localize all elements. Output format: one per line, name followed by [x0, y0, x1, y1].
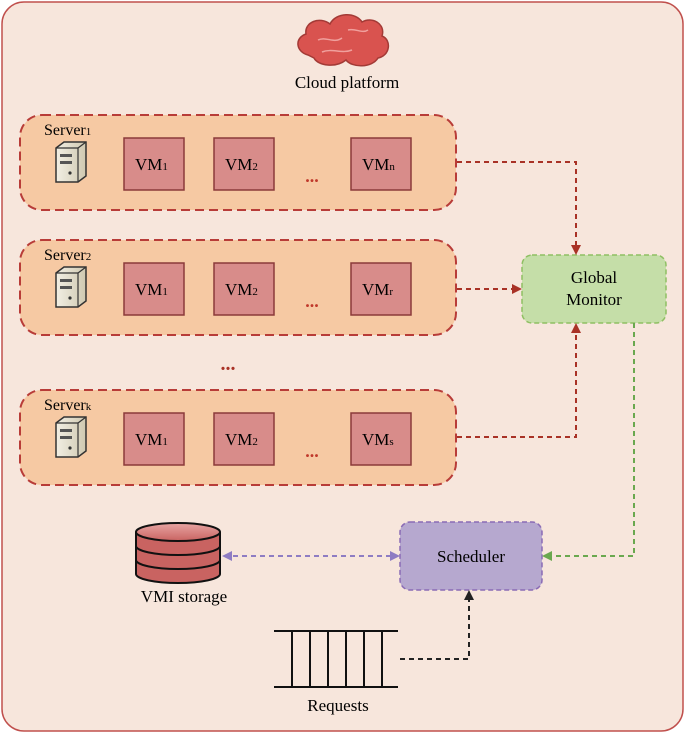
server-tower-icon — [55, 141, 87, 183]
server-label-main: Server — [44, 397, 86, 414]
vm-label-subscript: s — [389, 436, 393, 448]
server-label: Server1 — [44, 122, 91, 139]
arrow-serverk-to-monitor — [457, 323, 581, 438]
vm-label-main: VM — [225, 280, 252, 299]
vm-label-main: VM — [225, 155, 252, 174]
server-label: Server2 — [44, 247, 91, 264]
vmi-storage-label: VMI storage — [141, 587, 227, 606]
vm-box: VM1 — [123, 137, 185, 191]
server-label-main: Server — [44, 122, 86, 139]
vm-label: VM2 — [225, 430, 258, 449]
vm-box: VMs — [350, 412, 412, 466]
cloud-platform-label: Cloud platform — [295, 73, 399, 92]
vm-label: VMn — [362, 155, 395, 174]
global-monitor-label-line2: Monitor — [566, 290, 622, 309]
vm-label-subscript: 2 — [252, 286, 258, 298]
arrow-monitor-to-scheduler — [542, 323, 635, 561]
vm-label-subscript: 1 — [162, 436, 168, 448]
scheduler-box: Scheduler — [399, 521, 543, 591]
vm-label: VM1 — [135, 430, 168, 449]
server-label-subscript: 2 — [86, 251, 92, 263]
server-tower-icon — [55, 416, 87, 458]
database-icon — [135, 522, 221, 584]
vm-label-subscript: r — [389, 286, 393, 298]
vm-label-main: VM — [135, 430, 162, 449]
vm-label-main: VM — [362, 430, 389, 449]
vm-label-subscript: 1 — [162, 286, 168, 298]
vm-box: VMn — [350, 137, 412, 191]
cloud-icon — [297, 14, 390, 67]
server-label-main: Server — [44, 247, 86, 264]
arrow-server1-to-monitor — [457, 161, 581, 255]
server-ellipsis: ... — [221, 353, 236, 375]
vm-label: VM2 — [225, 155, 258, 174]
vm-label-main: VM — [225, 430, 252, 449]
vm-label: VM1 — [135, 155, 168, 174]
vm-box: VMr — [350, 262, 412, 316]
vm-label-main: VM — [135, 280, 162, 299]
vm-label: VMs — [362, 430, 394, 449]
global-monitor-label-line1: Global — [571, 268, 618, 287]
arrows — [222, 161, 635, 660]
vm-ellipsis: ... — [305, 291, 319, 311]
vm-label: VM1 — [135, 280, 168, 299]
scheduler-label: Scheduler — [437, 547, 505, 566]
vm-ellipsis: ... — [305, 441, 319, 461]
vm-label-main: VM — [135, 155, 162, 174]
vm-ellipsis: ... — [305, 166, 319, 186]
vm-label-main: VM — [362, 280, 389, 299]
vm-box: VM2 — [213, 412, 275, 466]
vm-label-subscript: 2 — [252, 161, 258, 173]
vm-label-subscript: 1 — [162, 161, 168, 173]
requests-label: Requests — [307, 696, 368, 715]
server-label-subscript: k — [86, 401, 92, 413]
vm-label-main: VM — [362, 155, 389, 174]
server-label: Serverk — [44, 397, 92, 414]
vm-box: VM2 — [213, 262, 275, 316]
arrow-requests-to-scheduler — [400, 590, 474, 660]
vm-box: VM2 — [213, 137, 275, 191]
vm-label: VMr — [362, 280, 393, 299]
vm-label-subscript: 2 — [252, 436, 258, 448]
vm-box: VM1 — [123, 262, 185, 316]
vm-label: VM2 — [225, 280, 258, 299]
global-monitor-box: Global Monitor — [521, 254, 667, 324]
vm-box: VM1 — [123, 412, 185, 466]
queue-icon — [274, 630, 398, 688]
vm-label-subscript: n — [389, 161, 395, 173]
server-label-subscript: 1 — [86, 126, 92, 138]
server-tower-icon — [55, 266, 87, 308]
